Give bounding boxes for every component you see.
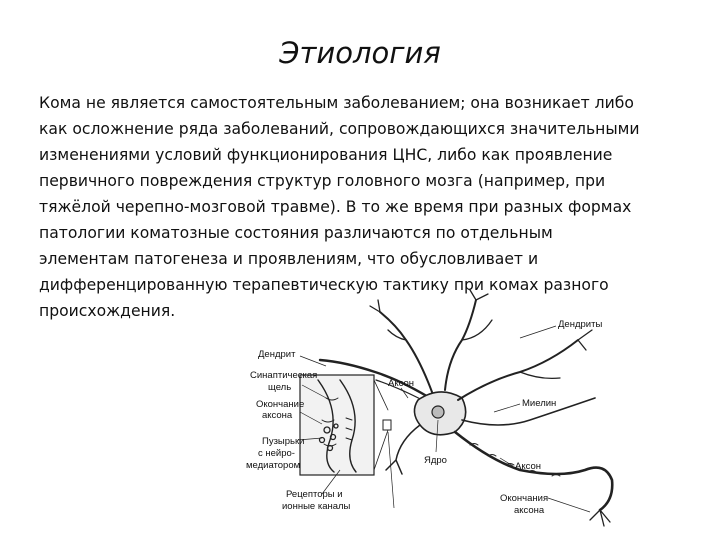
neuron-illustration [299, 289, 614, 527]
leader-lines [297, 325, 591, 513]
paragraph-line: элементам патогенеза и проявлениям, что … [39, 250, 539, 268]
paragraph-line: Кома не является самостоятельным заболев… [39, 94, 634, 112]
label-nucleus: Ядро [424, 455, 447, 466]
paragraph-line: первичного повреждения структур головног… [39, 172, 606, 190]
label-axon-terminals-1: Окончания [500, 493, 548, 504]
label-receptors-2: ионные каналы [282, 501, 351, 512]
neuron-diagram: Дендриты Дендрит Синаптическая щель Окон… [246, 289, 614, 527]
label-dendrite: Дендрит [258, 349, 296, 360]
paragraph-line: тяжёлой черепно-мозговой травме). В то ж… [39, 198, 632, 216]
diagram-labels: Дендриты Дендрит Синаптическая щель Окон… [246, 319, 602, 516]
label-dendrites: Дендриты [558, 319, 602, 330]
label-axon-ending-2: аксона [262, 410, 293, 421]
paragraph-line: дифференцированную терапевтическую такти… [39, 276, 609, 294]
label-axon-ending-1: Окончание [256, 399, 304, 410]
neuron-nucleus [431, 405, 445, 419]
label-vesicles-3: медиатором [246, 460, 300, 471]
label-synaptic-cleft-1: Синаптическая [250, 370, 317, 381]
etiology-paragraph: Кома не является самостоятельным заболев… [39, 90, 699, 324]
label-receptors-1: Рецепторы и [286, 489, 343, 500]
label-myelin: Миелин [522, 398, 556, 409]
label-synaptic-cleft-2: щель [268, 382, 291, 393]
label-axon-right: Аксон [515, 461, 541, 472]
paragraph-line: патологии коматозные состояния различают… [39, 224, 553, 242]
label-axon-top: Аксон [388, 378, 414, 389]
label-axon-terminals-2: аксона [514, 505, 545, 516]
paragraph-line: происхождения. [39, 302, 176, 320]
paragraph-line: изменениями условий функционирования ЦНС… [39, 146, 613, 164]
label-vesicles-2: с нейро- [258, 448, 295, 459]
label-vesicles-1: Пузырьки [262, 436, 304, 447]
paragraph-line: как осложнение ряда заболеваний, сопрово… [39, 120, 640, 138]
slide-title: Этиология [279, 36, 441, 70]
zoom-inset-box [299, 374, 375, 476]
